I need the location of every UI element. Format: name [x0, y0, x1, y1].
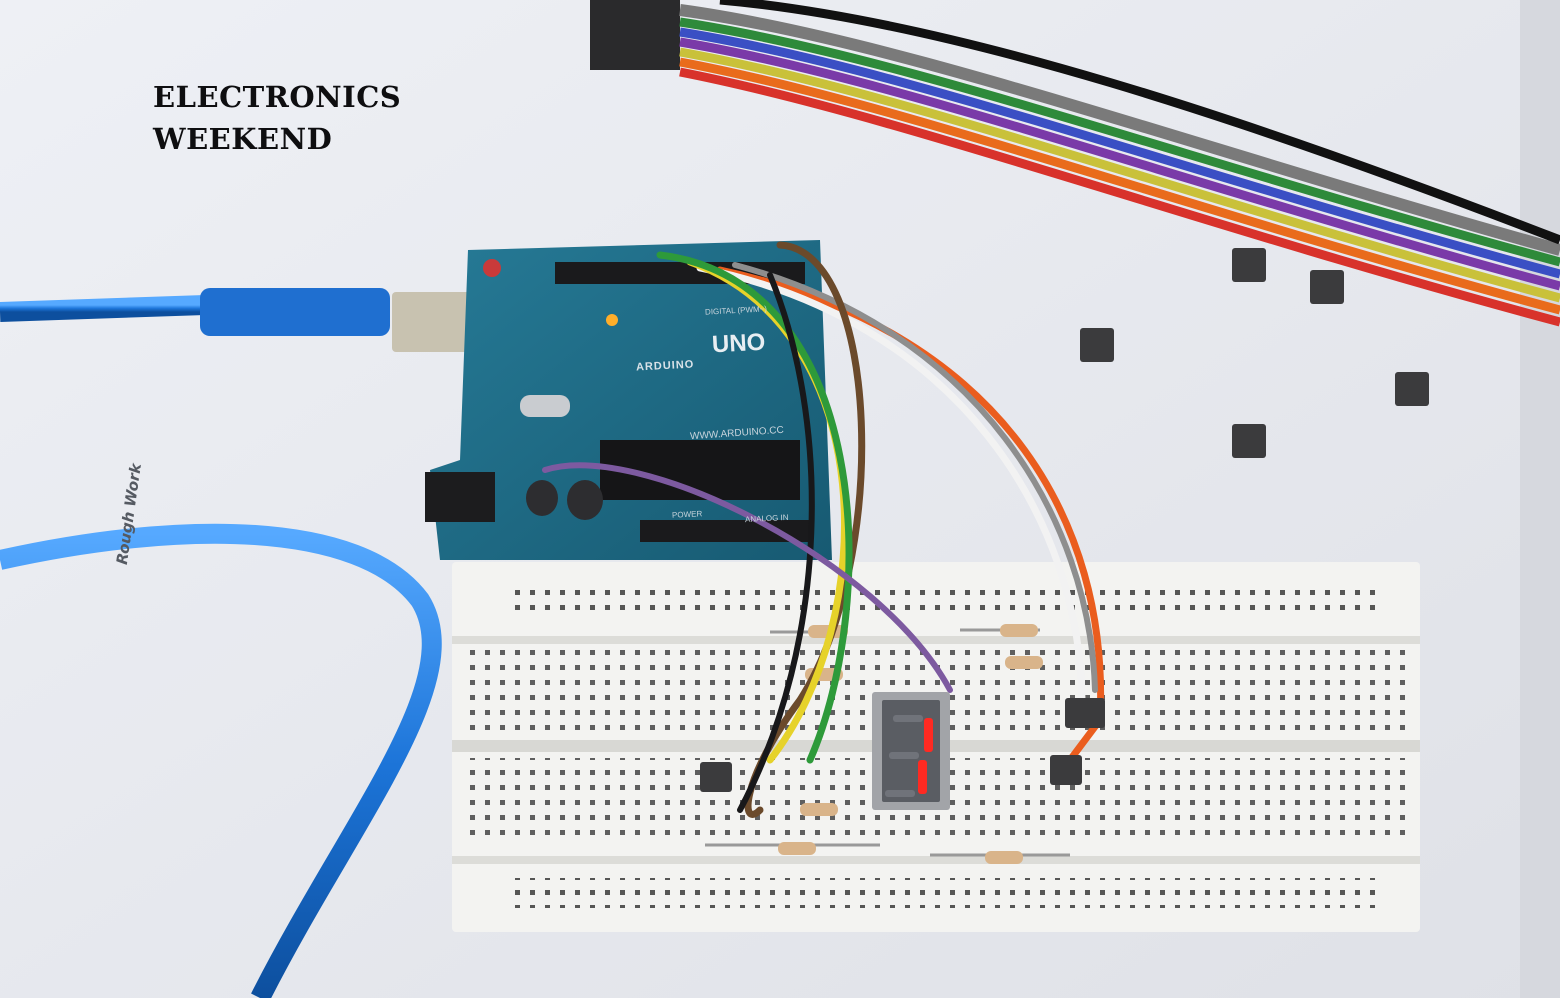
display-digit: 1	[952, 735, 953, 736]
push-button-icon	[700, 698, 1105, 792]
caption: ELECTRONICS WEEKEND	[153, 76, 401, 160]
board-power-label: POWER	[671, 509, 703, 520]
seven-segment-display	[872, 692, 950, 810]
paper-edge	[1520, 0, 1560, 998]
caption-line-1: ELECTRONICS	[153, 80, 402, 114]
ribbon-cable-icon	[590, 0, 1560, 327]
jumper-wires	[542, 241, 1105, 818]
board-logo-text: UNO	[711, 328, 766, 359]
caption-line-2: WEEKEND	[153, 122, 333, 156]
push-button-icon	[1080, 248, 1429, 458]
